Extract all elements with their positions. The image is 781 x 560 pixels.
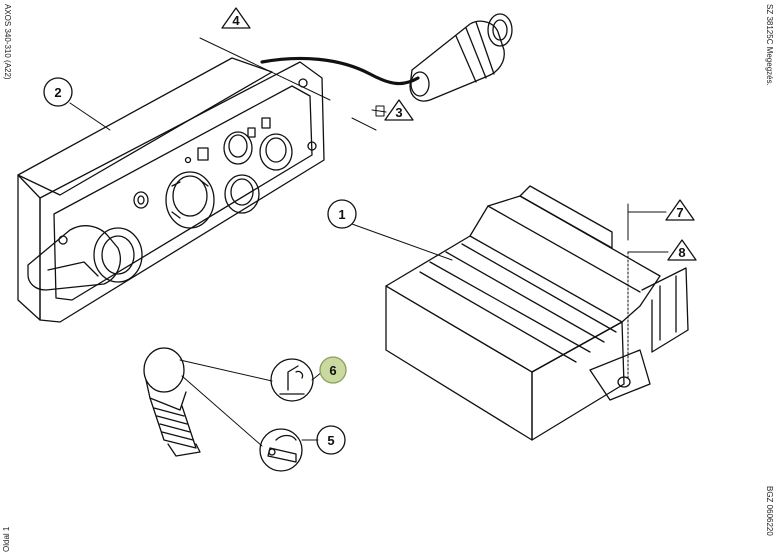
callout-6-label: 6 <box>329 363 336 378</box>
panel-recess <box>54 86 312 300</box>
panel-screw-bottom-right <box>308 142 316 150</box>
panel-dot-indicator <box>186 158 191 163</box>
callout-1-label: 1 <box>338 207 345 222</box>
callout-5 <box>317 426 345 454</box>
indicator-lamp <box>134 192 148 208</box>
joystick-lever <box>28 226 120 290</box>
connector-cable-assembly <box>262 14 512 101</box>
module-right-face <box>532 322 624 440</box>
lamp-threaded-body <box>150 398 196 448</box>
module-mounting-bracket <box>642 268 688 352</box>
control-module-box <box>386 186 688 440</box>
callout-6 <box>320 357 346 383</box>
margin-model-code: AXOS 340-310 (A22) <box>3 4 12 80</box>
callout-5-label: 5 <box>327 433 334 448</box>
callout-4-triangle <box>222 8 250 28</box>
main-rotary-knob <box>166 172 214 228</box>
callout-7-label: 7 <box>676 205 683 220</box>
module-front-face <box>386 286 532 440</box>
callout-1 <box>328 200 356 228</box>
lower-symbol-badge <box>260 429 302 471</box>
panel-front-plate <box>40 62 324 322</box>
lamp-switch-part <box>144 348 200 456</box>
secondary-rotary-knob <box>225 175 259 213</box>
control-panel-assembly <box>18 58 324 322</box>
callout-4-label: 4 <box>232 13 240 28</box>
lamp-dome <box>144 348 184 392</box>
margin-page-label: Oldal 1 <box>2 526 11 552</box>
module-mounting-foot <box>590 350 650 400</box>
callout-7-triangle <box>666 200 694 220</box>
callout-3-triangle <box>385 100 413 120</box>
mounting-hole <box>618 377 630 387</box>
upper-right-knob <box>260 134 292 170</box>
callout-8-label: 8 <box>678 245 685 260</box>
panel-switch-symbol <box>198 148 208 160</box>
leader-lines <box>70 38 668 446</box>
panel-screw-top-left <box>59 236 67 244</box>
callout-2-label: 2 <box>54 85 61 100</box>
callout-8-triangle <box>668 240 696 260</box>
callout-2 <box>44 78 72 106</box>
margin-drawing-code: SZ 38125C Megegzés. <box>765 4 774 86</box>
panel-end-face <box>18 175 40 320</box>
cable-connector <box>410 21 504 101</box>
margin-reference-code: BGZ 0606220 <box>765 486 774 536</box>
upper-left-knob <box>224 132 252 164</box>
joystick-knob <box>94 228 142 282</box>
lift-symbol-badge <box>271 359 313 401</box>
callout-3-label: 3 <box>395 105 402 120</box>
cable <box>262 58 418 83</box>
